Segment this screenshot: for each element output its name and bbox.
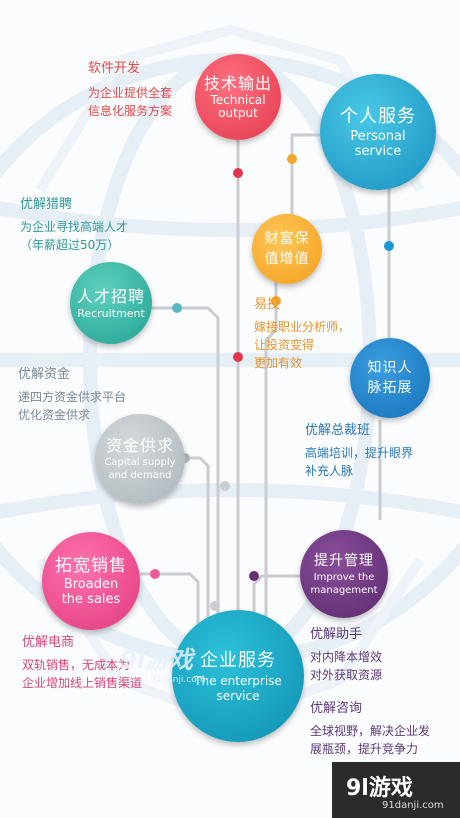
- connector-dot: [271, 296, 281, 306]
- connector-dot: [150, 569, 160, 579]
- connector-dot: [249, 571, 259, 581]
- note-line: 补充人脉: [305, 464, 354, 478]
- note-line: 展瓶颈，提升竞争力: [310, 742, 419, 756]
- node-label-zh: 知识人: [367, 360, 413, 376]
- node-label-zh: 财富保: [264, 231, 310, 247]
- note-title: 优解助手: [310, 627, 363, 642]
- node-improve-management: 提升管理 Improve the management: [300, 530, 388, 618]
- node-technical-output: 技术输出 Technical output: [195, 54, 281, 140]
- node-label-en: management: [310, 585, 378, 596]
- node-label-zh: 值增值: [264, 251, 310, 267]
- note-headhunt: 优解猎聘 为企业寻找高端人才 （年薪超过50万）: [20, 196, 128, 254]
- node-label-en: Broaden: [63, 577, 119, 592]
- node-label-zh: 技术输出: [203, 74, 272, 93]
- watermark-center: 9l游戏 91danji.com: [120, 640, 205, 685]
- note-line: 嫁接职业分析师，: [254, 320, 351, 334]
- node-label-zh: 企业服务: [200, 650, 276, 671]
- note-funds: 优解资金 递四方资金供求平台 优化资金供求: [18, 366, 126, 424]
- node-label-en: Capital supply: [104, 457, 176, 468]
- note-title: 优解资金: [18, 367, 71, 382]
- note-line: 更加有效: [254, 356, 303, 370]
- node-label-en: service: [354, 144, 402, 159]
- connector-dot: [287, 154, 297, 164]
- note-line: 对外获取资源: [310, 668, 383, 682]
- note-title: 优解电商: [22, 635, 75, 650]
- note-line: 让投资变得: [254, 338, 315, 352]
- watermark-brand-text: 9l游戏: [346, 776, 413, 801]
- note-ceo-class: 优解总裁班 高端培训，提升眼界 补充人脉: [305, 422, 413, 480]
- node-label-en: Improve the: [313, 572, 375, 583]
- connector-dot: [233, 352, 243, 362]
- note-yitou: 易投 嫁接职业分析师， 让投资变得 更加有效: [254, 296, 350, 372]
- note-line: （年薪超过50万）: [20, 238, 120, 252]
- node-label-zh: 人才招聘: [76, 286, 145, 306]
- node-label-en: the sales: [61, 592, 121, 607]
- note-line: 信息化服务方案: [88, 104, 173, 118]
- node-broaden-sales: 拓宽销售 Broaden the sales: [42, 532, 140, 630]
- node-enterprise-service: 企业服务 The enterprise service: [172, 610, 304, 742]
- watermark-brand: 9l游戏 91danji.com: [332, 762, 460, 818]
- node-label-en: Technical: [210, 93, 266, 107]
- node-recruitment: 人才招聘 Recruitment: [70, 262, 152, 344]
- node-knowledge-network: 知识人 脉拓展: [350, 338, 430, 418]
- watermark-site-text: 91danji.com: [382, 800, 444, 811]
- note-title: 易投: [254, 297, 281, 312]
- note-line: 高端培训，提升眼界: [305, 446, 414, 460]
- note-title: 优解总裁班: [305, 423, 371, 438]
- node-personal-service: 个人服务 Personal service: [320, 74, 436, 190]
- node-label-en: Recruitment: [77, 306, 145, 320]
- watermark-center-text: 9l游戏: [120, 646, 193, 674]
- note-line: 双轨销售，无成本为: [22, 658, 131, 672]
- node-label-zh: 资金供求: [105, 436, 174, 455]
- note-line: 为企业提供全套: [88, 86, 173, 100]
- note-software: 软件开发 为企业提供全套 信息化服务方案: [88, 60, 172, 120]
- connector-dot: [384, 241, 394, 251]
- connector-dot: [210, 601, 220, 611]
- note-title: 优解猎聘: [20, 197, 73, 212]
- node-wealth-preservation: 财富保 值增值: [252, 214, 322, 284]
- note-line: 对内降本增效: [310, 650, 383, 664]
- note-consulting: 优解咨询 全球视野，解决企业发 展瓶颈，提升竞争力: [310, 700, 430, 758]
- node-capital-supply: 资金供求 Capital supply and demand: [95, 414, 185, 504]
- node-label-zh: 提升管理: [314, 553, 374, 569]
- connector-dot: [172, 303, 182, 313]
- node-label-zh: 拓宽销售: [55, 556, 127, 576]
- node-label-en: and demand: [108, 470, 172, 481]
- note-line: 全球视野，解决企业发: [310, 724, 431, 738]
- note-line: 递四方资金供求平台: [18, 390, 127, 404]
- note-line: 企业增加线上销售渠道: [22, 676, 143, 690]
- node-label-en: The enterprise: [194, 674, 282, 688]
- node-label-en: service: [216, 689, 260, 703]
- node-label-en: Personal: [350, 129, 406, 144]
- note-line: 为企业寻找高端人才: [20, 220, 129, 234]
- node-label-en: output: [218, 106, 258, 120]
- node-label-zh: 脉拓展: [367, 380, 413, 396]
- note-ecommerce: 优解电商 双轨销售，无成本为 企业增加线上销售渠道: [22, 634, 142, 692]
- note-title: 软件开发: [88, 61, 141, 76]
- note-title: 优解咨询: [310, 701, 363, 716]
- watermark-center-sub: 91danji.com: [150, 675, 206, 685]
- note-line: 优化资金供求: [18, 408, 91, 422]
- note-assistant: 优解助手 对内降本增效 对外获取资源: [310, 626, 382, 684]
- connector-dot: [233, 168, 243, 178]
- connector-dot: [180, 453, 190, 463]
- connector-dot: [220, 481, 230, 491]
- node-label-zh: 个人服务: [340, 106, 416, 127]
